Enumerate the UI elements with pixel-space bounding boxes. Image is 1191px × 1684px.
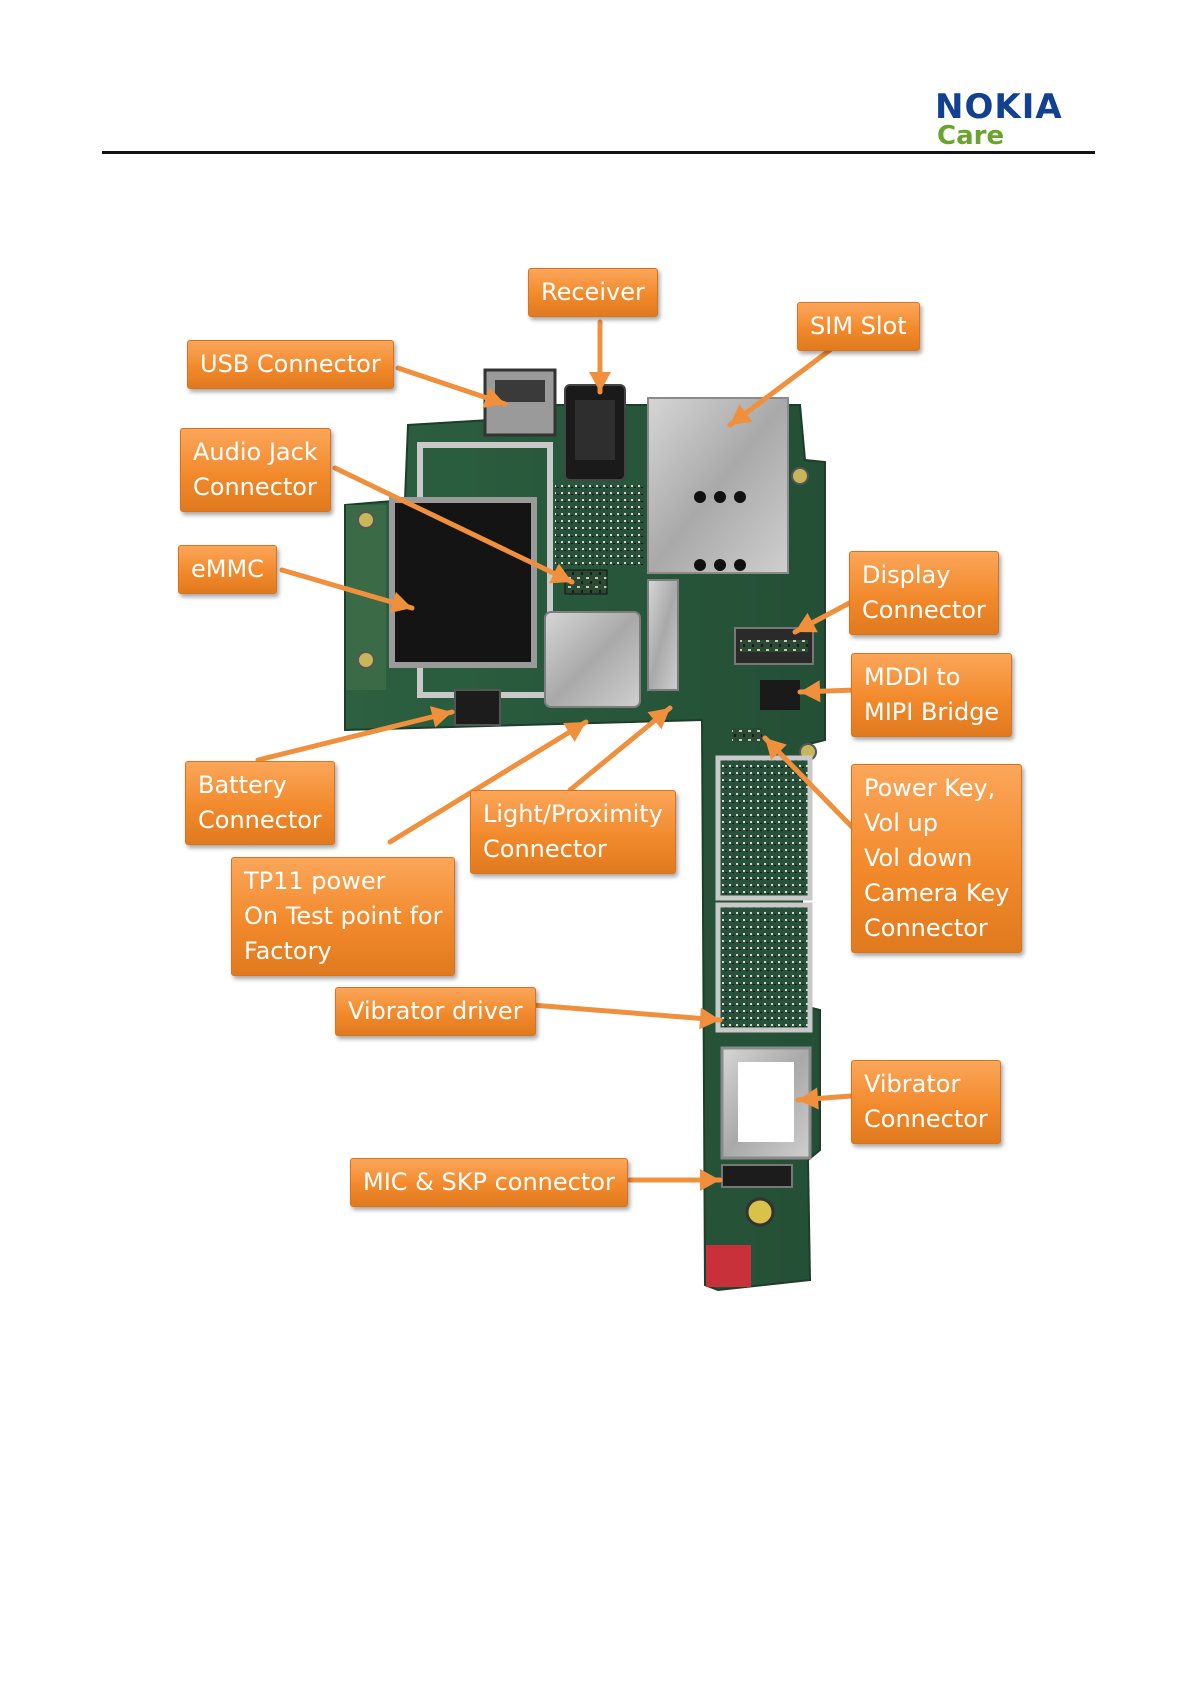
mic-skp-connector-part <box>722 1165 792 1187</box>
callout-usb-connector: USB Connector <box>187 340 394 389</box>
callout-label-line: On Test point for <box>244 899 442 934</box>
callout-label-line: TP11 power <box>244 864 442 899</box>
callout-label-line: Connector <box>483 832 663 867</box>
callout-label-line: MIPI Bridge <box>864 695 999 730</box>
callout-label-line: Factory <box>244 934 442 969</box>
mounting-hole <box>358 652 374 668</box>
callout-receiver: Receiver <box>528 268 658 317</box>
callout-label-line: Vol down <box>864 841 1009 876</box>
callout-label-line: Connector <box>864 911 1009 946</box>
mddi-bridge-chip <box>760 680 800 710</box>
callout-label-line: Audio Jack <box>193 435 318 470</box>
sim-contact <box>694 491 706 503</box>
callout-label-line: SIM Slot <box>810 309 907 344</box>
callout-label-line: USB Connector <box>200 347 381 382</box>
receiver-grille <box>575 400 615 460</box>
mic-part <box>747 1199 773 1225</box>
callout-label-line: Vibrator driver <box>348 994 523 1029</box>
usb-connector-port <box>495 380 545 402</box>
sim-contact <box>714 559 726 571</box>
callout-label-line: MIC & SKP connector <box>363 1165 615 1200</box>
processor-shield <box>545 612 640 707</box>
callout-label-line: Connector <box>864 1102 988 1137</box>
callout-arrow-line <box>532 1005 720 1020</box>
callout-vibrator-driver: Vibrator driver <box>335 987 536 1036</box>
small-shield <box>648 580 678 690</box>
callout-mic-skp-connector: MIC & SKP connector <box>350 1158 628 1207</box>
power-key-connector-part <box>732 728 762 742</box>
callout-label-line: Power Key, <box>864 771 1009 806</box>
callout-sim-slot: SIM Slot <box>797 302 920 351</box>
emmc-chip <box>392 500 534 665</box>
callout-emmc: eMMC <box>178 545 277 594</box>
lower-shield-1 <box>718 758 810 898</box>
callout-label-line: Camera Key <box>864 876 1009 911</box>
battery-connector-part <box>455 690 500 725</box>
red-label <box>706 1245 751 1287</box>
callout-label-line: eMMC <box>191 552 264 587</box>
callout-label-line: Receiver <box>541 275 645 310</box>
callout-label-line: Light/Proximity <box>483 797 663 832</box>
display-connector-pins <box>740 640 808 652</box>
callout-label-line: MDDI to <box>864 660 999 695</box>
callout-label-line: Connector <box>193 470 318 505</box>
sim-contact <box>734 559 746 571</box>
callout-label-line: Connector <box>862 593 986 628</box>
sim-contact <box>714 491 726 503</box>
sim-contact <box>734 491 746 503</box>
lower-shield-2 <box>718 905 810 1030</box>
sim-contact <box>694 559 706 571</box>
mounting-hole <box>358 512 374 528</box>
callout-label-line: Connector <box>198 803 322 838</box>
callout-label-line: Display <box>862 558 986 593</box>
component-area <box>555 485 645 565</box>
vibrator-pad <box>738 1062 794 1142</box>
callout-label-line: Vol up <box>864 806 1009 841</box>
mounting-hole <box>792 468 808 484</box>
callout-label-line: Battery <box>198 768 322 803</box>
sim-slot-part <box>648 398 788 573</box>
callout-label-line: Vibrator <box>864 1067 988 1102</box>
